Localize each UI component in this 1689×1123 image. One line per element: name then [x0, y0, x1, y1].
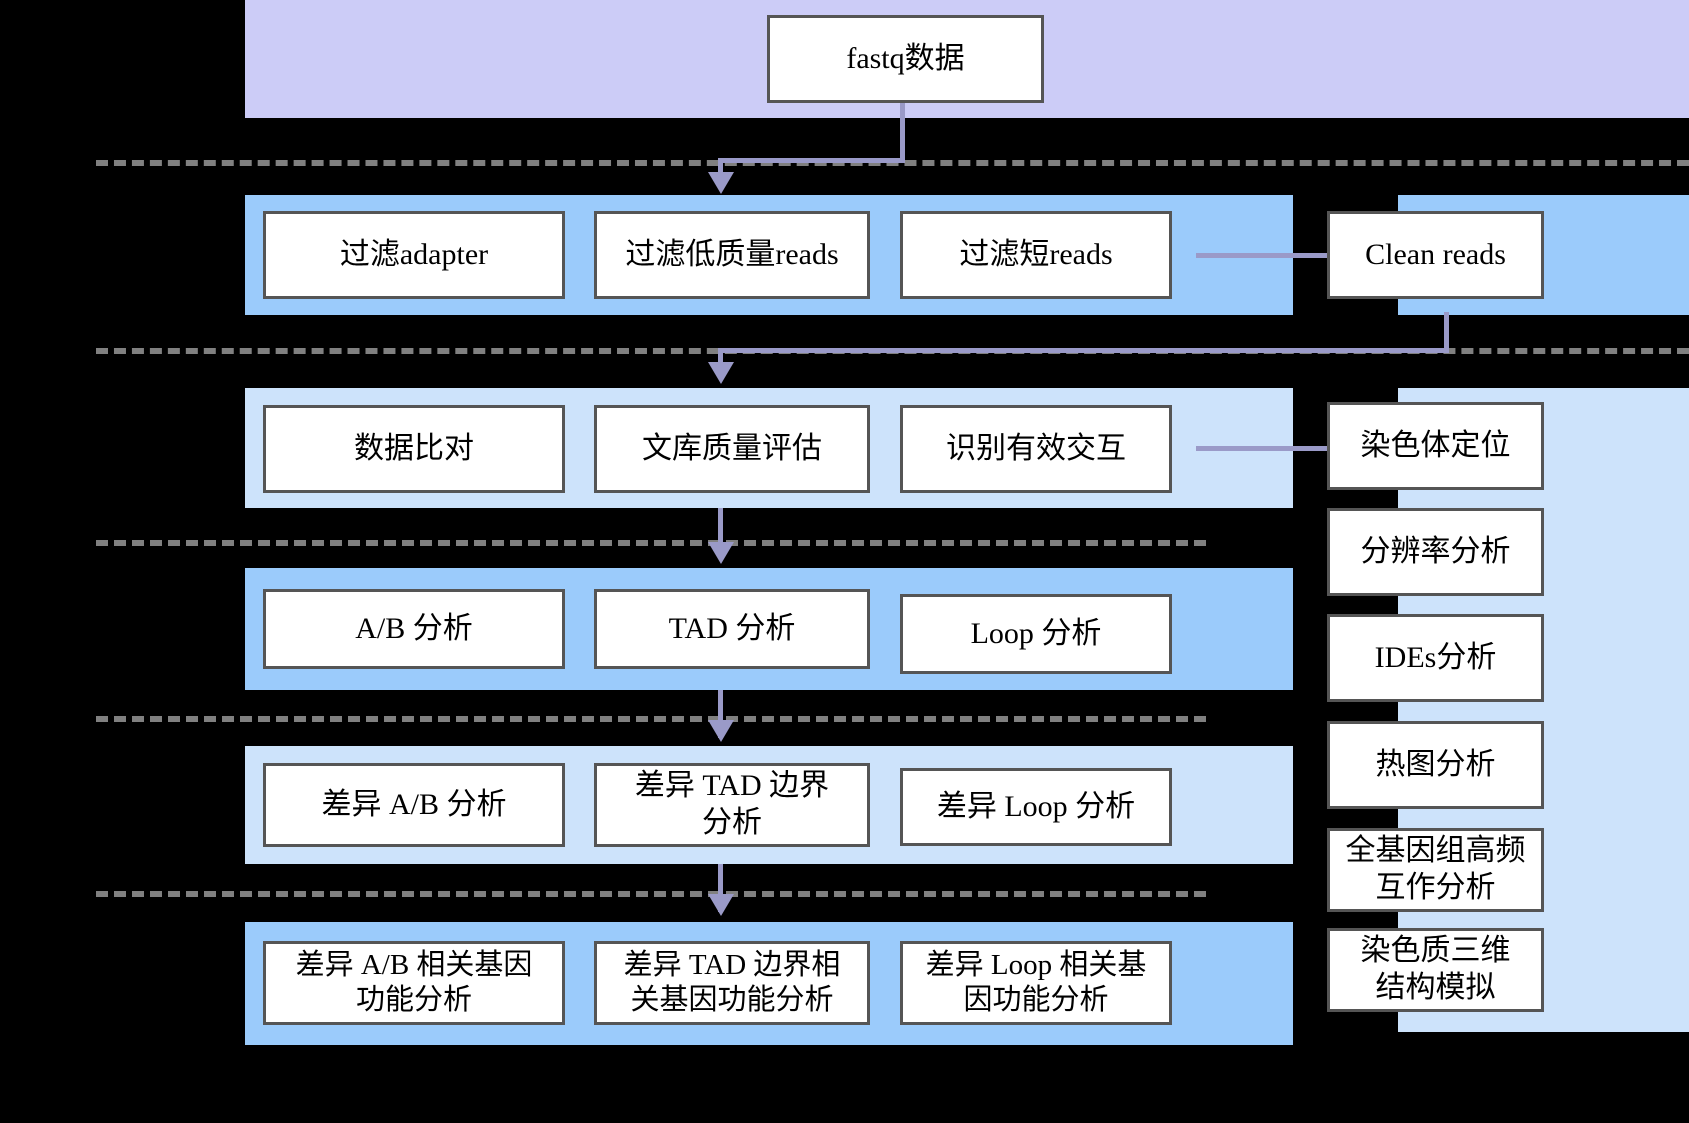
connector-filter-to-cleanreads	[1196, 253, 1368, 258]
box-diff-loop[interactable]: 差异 Loop 分析	[900, 768, 1172, 846]
box-clean-reads[interactable]: Clean reads	[1327, 211, 1544, 299]
box-diff-ab[interactable]: 差异 A/B 分析	[263, 763, 565, 847]
box-library-qc[interactable]: 文库质量评估	[594, 405, 870, 493]
box-genome-wide[interactable]: 全基因组高频 互作分析	[1327, 828, 1544, 912]
box-data-alignment[interactable]: 数据比对	[263, 405, 565, 493]
box-diff-loop-gene[interactable]: 差异 Loop 相关基 因功能分析	[900, 941, 1172, 1025]
box-diff-ab-gene[interactable]: 差异 A/B 相关基因 功能分析	[263, 941, 565, 1025]
box-filter-short[interactable]: 过滤短reads	[900, 211, 1172, 299]
box-filter-adapter[interactable]: 过滤adapter	[263, 211, 565, 299]
arrowhead-into-alignment	[708, 362, 734, 384]
separator-rule-3	[96, 540, 1206, 546]
band-right-column	[1398, 388, 1689, 1032]
connector-fastq-left	[718, 158, 905, 163]
separator-rule-4	[96, 716, 1206, 722]
connector-structure-to-diff	[718, 690, 723, 738]
box-tad-analysis[interactable]: TAD 分析	[594, 589, 870, 669]
box-fastq[interactable]: fastq数据	[767, 15, 1044, 103]
box-ides[interactable]: IDEs分析	[1327, 614, 1544, 702]
arrowhead-into-function	[708, 894, 734, 916]
connector-interaction-to-rightcol	[1196, 446, 1368, 451]
connector-diff-to-function	[718, 864, 723, 912]
box-valid-interaction[interactable]: 识别有效交互	[900, 405, 1172, 493]
connector-cleanreads-down	[1444, 312, 1449, 352]
connector-fastq-down	[900, 100, 905, 162]
box-diff-tad[interactable]: 差异 TAD 边界 分析	[594, 763, 870, 847]
box-loop-analysis[interactable]: Loop 分析	[900, 594, 1172, 674]
box-chromatin-3d[interactable]: 染色质三维 结构模拟	[1327, 928, 1544, 1012]
separator-rule-5	[96, 891, 1206, 897]
box-filter-lowqual[interactable]: 过滤低质量reads	[594, 211, 870, 299]
arrowhead-into-filter	[708, 172, 734, 194]
box-resolution[interactable]: 分辨率分析	[1327, 508, 1544, 596]
box-diff-tad-gene[interactable]: 差异 TAD 边界相 关基因功能分析	[594, 941, 870, 1025]
arrowhead-into-differential	[708, 720, 734, 742]
connector-cleanreads-left	[718, 348, 1449, 353]
box-chrom-localization[interactable]: 染色体定位	[1327, 402, 1544, 490]
box-ab-analysis[interactable]: A/B 分析	[263, 589, 565, 669]
connector-align-to-structure	[718, 508, 723, 556]
separator-rule-1	[96, 160, 1689, 166]
box-heatmap[interactable]: 热图分析	[1327, 721, 1544, 809]
arrowhead-into-structure	[708, 542, 734, 564]
